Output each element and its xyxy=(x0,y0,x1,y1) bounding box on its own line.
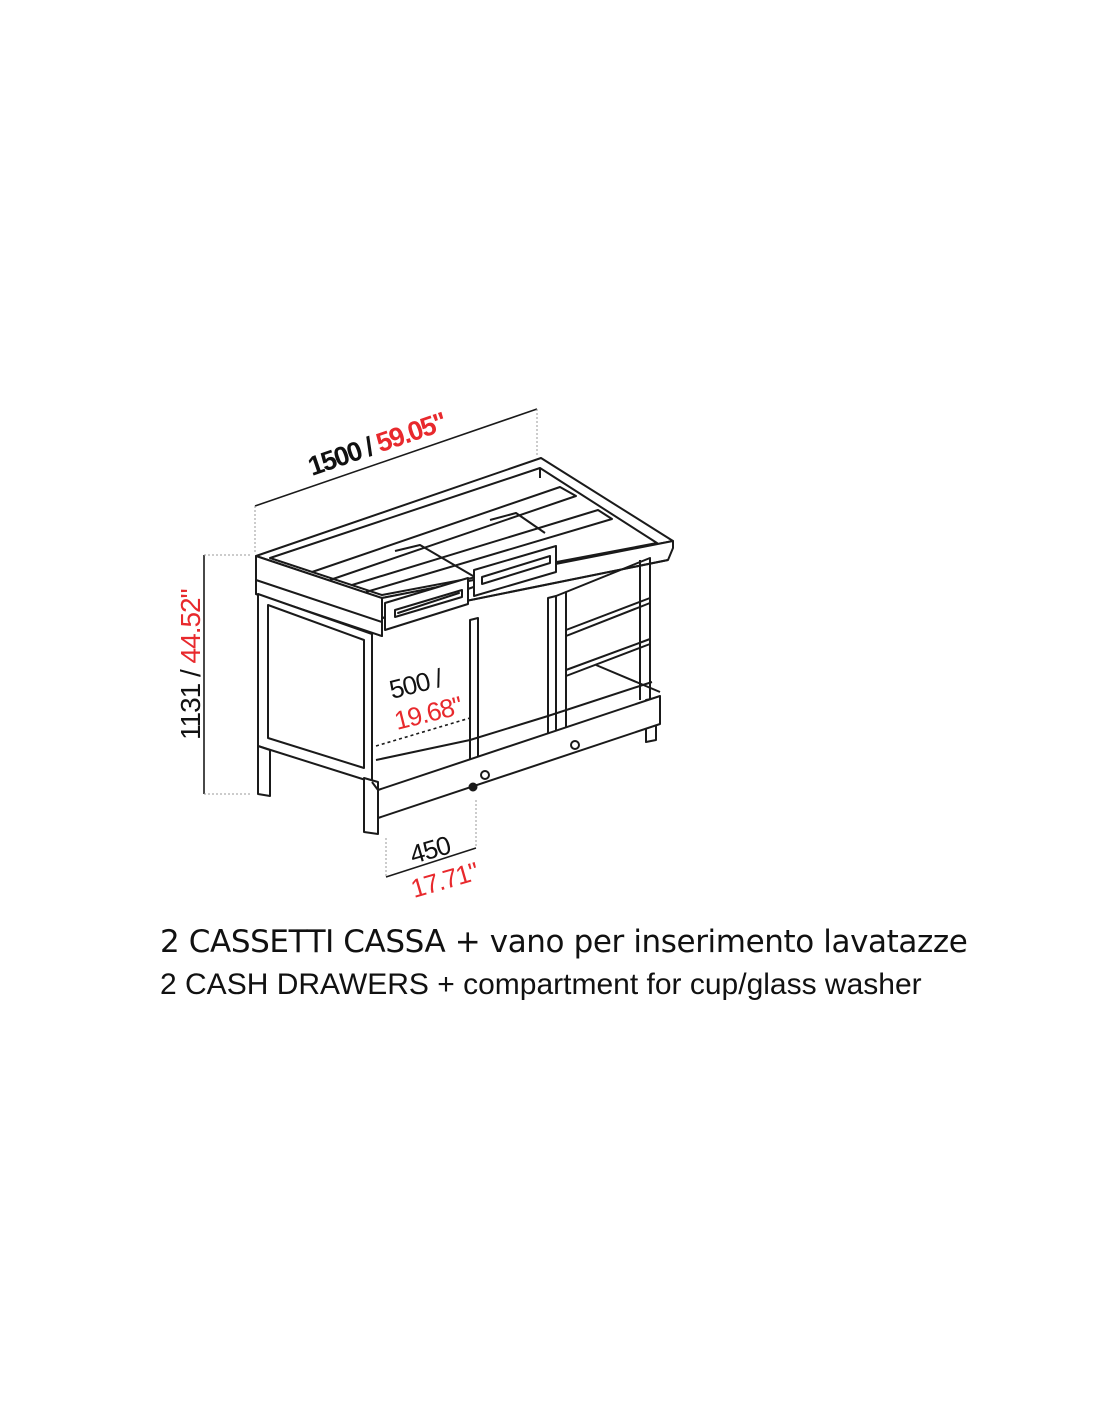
caption-italian: 2 CASSETTI CASSA + vano per inserimento … xyxy=(160,924,968,960)
cash-drawer-2 xyxy=(473,545,557,597)
width-label: 1500 / 59.05" xyxy=(304,406,450,481)
cash-drawer-1 xyxy=(384,577,469,631)
compartment-width-dimension: 450 17.71" xyxy=(385,800,482,904)
lock-2 xyxy=(570,740,580,750)
counter-body xyxy=(255,457,674,835)
caption-english: 2 CASH DRAWERS + compartment for cup/gla… xyxy=(160,968,922,1001)
lock-1 xyxy=(480,770,490,780)
height-dimension: 1131 / 44.52" xyxy=(175,554,250,795)
depth-dimension: 500 / 19.68" xyxy=(386,663,465,736)
height-label: 1131 / 44.52" xyxy=(175,589,206,740)
